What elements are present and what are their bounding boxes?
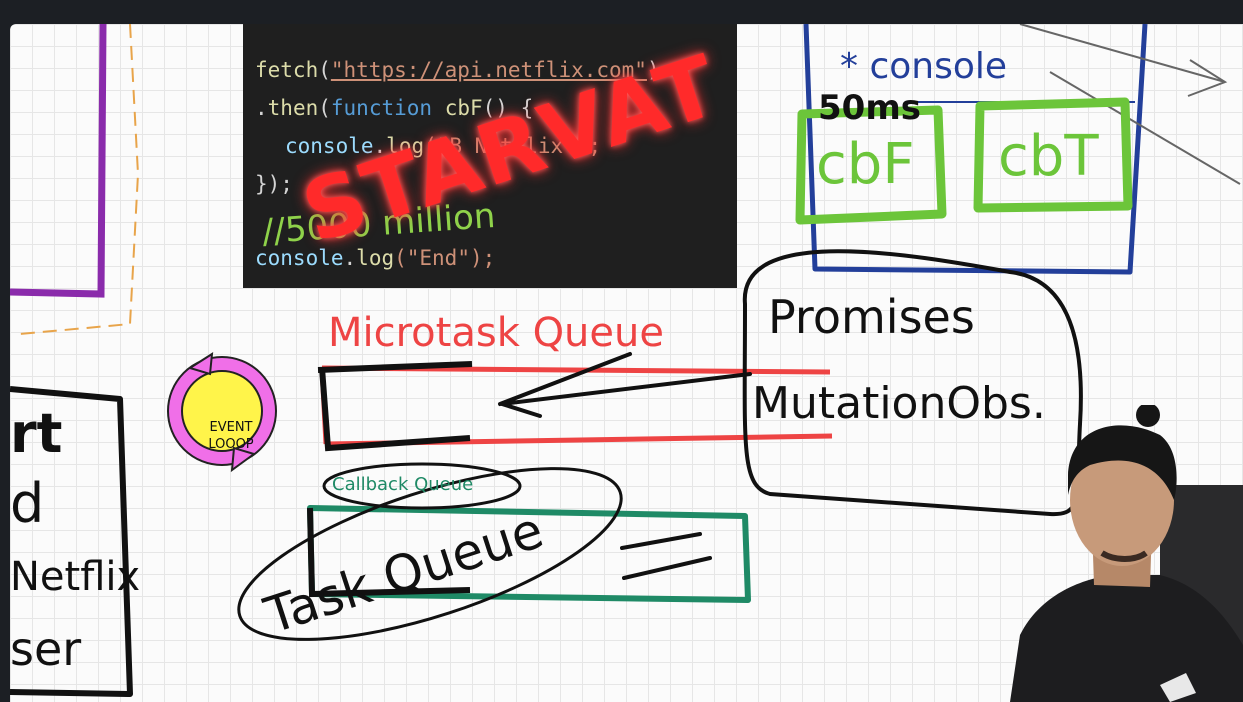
whiteboard-canvas: fetch("https://api.netflix.com") .then(f… (10, 24, 1243, 702)
code-token: function (330, 96, 433, 120)
drawing-overlay (10, 24, 1241, 697)
arrow-head (1187, 59, 1228, 97)
code-token: ( (318, 58, 331, 82)
code-token: . (343, 246, 357, 270)
arrow-right-bottom (1049, 71, 1241, 185)
code-token: console (285, 134, 374, 158)
promises-label: Promises (768, 290, 975, 344)
callback-queue-label: Callback Queue (332, 474, 474, 495)
arrow-right-top (1019, 24, 1226, 83)
callback-queue-ellipse (322, 462, 522, 510)
left-box-text: ser (10, 622, 82, 676)
event-loop-line: LOOOP (208, 437, 254, 452)
event-loop-line: EVENT (209, 420, 253, 435)
code-token: . (255, 96, 268, 120)
code-line-then: .then(function cbF() { (255, 96, 533, 120)
code-snippet-panel: fetch("https://api.netflix.com") .then(f… (243, 24, 737, 288)
arrow-into-microtask (498, 352, 752, 418)
code-token: () { (482, 96, 534, 120)
promises-outline (742, 249, 1083, 517)
event-loop-arrow-top (187, 352, 214, 376)
hair-bun (1136, 405, 1160, 427)
purple-frame-stroke (10, 24, 107, 298)
code-token: . (373, 134, 387, 158)
orange-dashed-frame (19, 24, 140, 335)
stack-console-label: * console (840, 46, 1008, 87)
code-token: fetch (255, 58, 319, 82)
microtask-queue-label: Microtask Queue (328, 310, 664, 356)
code-url: "https://api.netflix.com" (330, 58, 647, 82)
event-loop-label: EVENT LOOOP (183, 419, 279, 453)
code-token: then (267, 96, 319, 120)
cbt-label: cbT (998, 124, 1099, 189)
code-token: ("B Netflix"); (424, 134, 602, 158)
left-box-text: d (10, 472, 45, 535)
left-box-text: Netflix (10, 554, 141, 600)
task-queue-ellipse (237, 467, 623, 641)
code-line-log-netflix: console.log("B Netflix"); (285, 134, 601, 158)
call-stack-box (803, 24, 1148, 275)
code-token: console (255, 246, 344, 270)
hair (1068, 425, 1177, 500)
code-token: log (356, 246, 395, 270)
event-loop-arrow-bottom (230, 446, 257, 473)
microtask-box-ink (317, 361, 473, 452)
presenter-webcam (1010, 405, 1243, 702)
cbt-box (973, 97, 1133, 213)
beard (1100, 550, 1148, 562)
code-token: cbF (444, 96, 483, 120)
code-token: ("End"); (394, 246, 496, 270)
cbf-label: cbF (816, 132, 915, 197)
hoodie-logo (1160, 673, 1196, 702)
code-token: }); (255, 172, 293, 196)
hoodie (1010, 575, 1243, 702)
code-line-fetch: fetch("https://api.netflix.com") (255, 58, 660, 82)
code-line-log-end: console.log("End"); (255, 246, 495, 270)
queued-items-marks (620, 532, 712, 580)
left-black-box (10, 386, 133, 697)
code-token: ) (646, 58, 660, 82)
mutation-observer-label: MutationObs. (752, 378, 1046, 429)
delay-label: 50ms (818, 88, 921, 128)
code-token: ( (318, 96, 331, 120)
code-token: log (386, 134, 425, 158)
code-line-close: }); (255, 172, 293, 196)
left-box-text: rt (10, 402, 63, 465)
event-loop-core (181, 370, 263, 452)
cbf-box (795, 105, 947, 225)
